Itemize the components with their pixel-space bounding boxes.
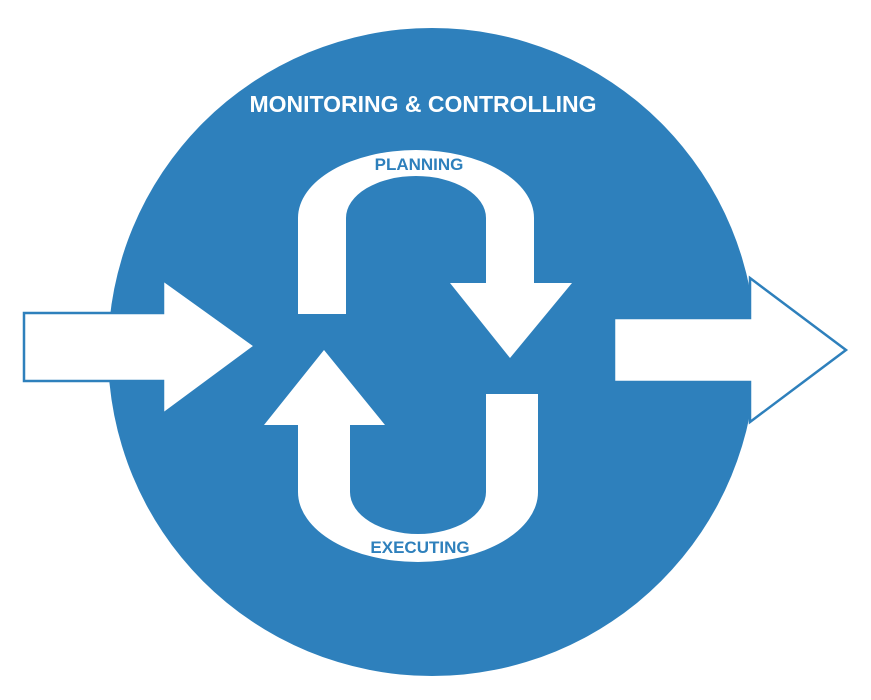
closing-arrow	[612, 275, 849, 425]
executing-label: EXECUTING	[370, 538, 469, 557]
planning-loop-arrow	[298, 150, 572, 358]
initiating-arrow	[22, 277, 258, 417]
initiating-label: INITATING	[56, 338, 163, 363]
monitoring-controlling-circle	[108, 28, 756, 676]
monitoring-controlling-label: MONITORING & CONTROLLING	[249, 91, 596, 117]
closing-label: CLOSING	[639, 338, 739, 363]
executing-loop-arrow	[264, 350, 538, 562]
planning-label: PLANNING	[375, 155, 464, 174]
